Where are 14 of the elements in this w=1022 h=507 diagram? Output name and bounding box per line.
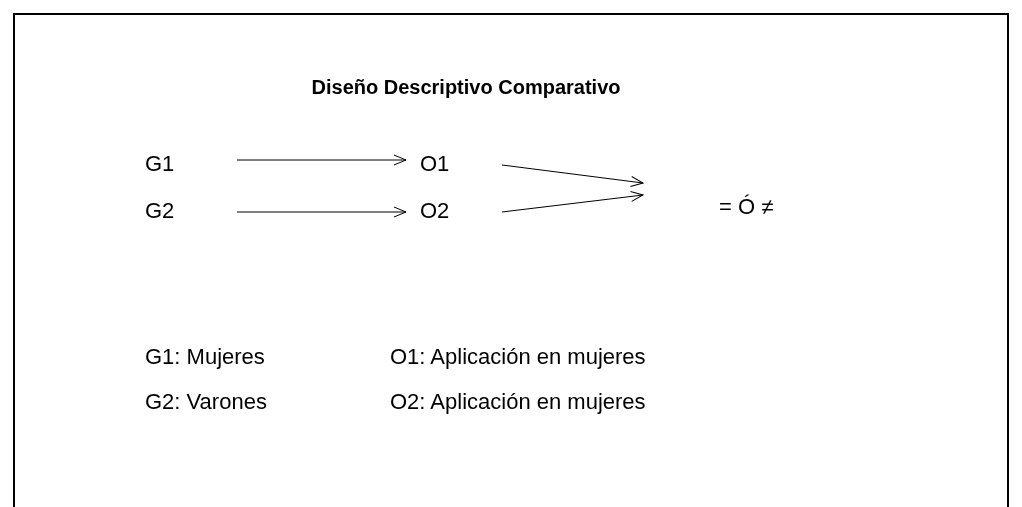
- arrow: [236, 206, 407, 218]
- node-label: G2: [145, 196, 175, 225]
- legend-text: G1: Mujeres: [145, 343, 265, 371]
- arrow: [501, 164, 644, 187]
- legend-text: O1: Aplicación en mujeres: [390, 343, 646, 371]
- node-label: O2: [420, 196, 450, 225]
- node-label: O1: [420, 149, 450, 178]
- legend-text: G2: Varones: [145, 388, 267, 416]
- legend-text: O2: Aplicación en mujeres: [390, 388, 646, 416]
- node-label: = Ó ≠: [719, 192, 774, 221]
- arrow: [501, 190, 644, 213]
- node-label: G1: [145, 149, 175, 178]
- title: Diseño Descriptivo Comparativo: [310, 75, 622, 100]
- arrow: [236, 154, 407, 166]
